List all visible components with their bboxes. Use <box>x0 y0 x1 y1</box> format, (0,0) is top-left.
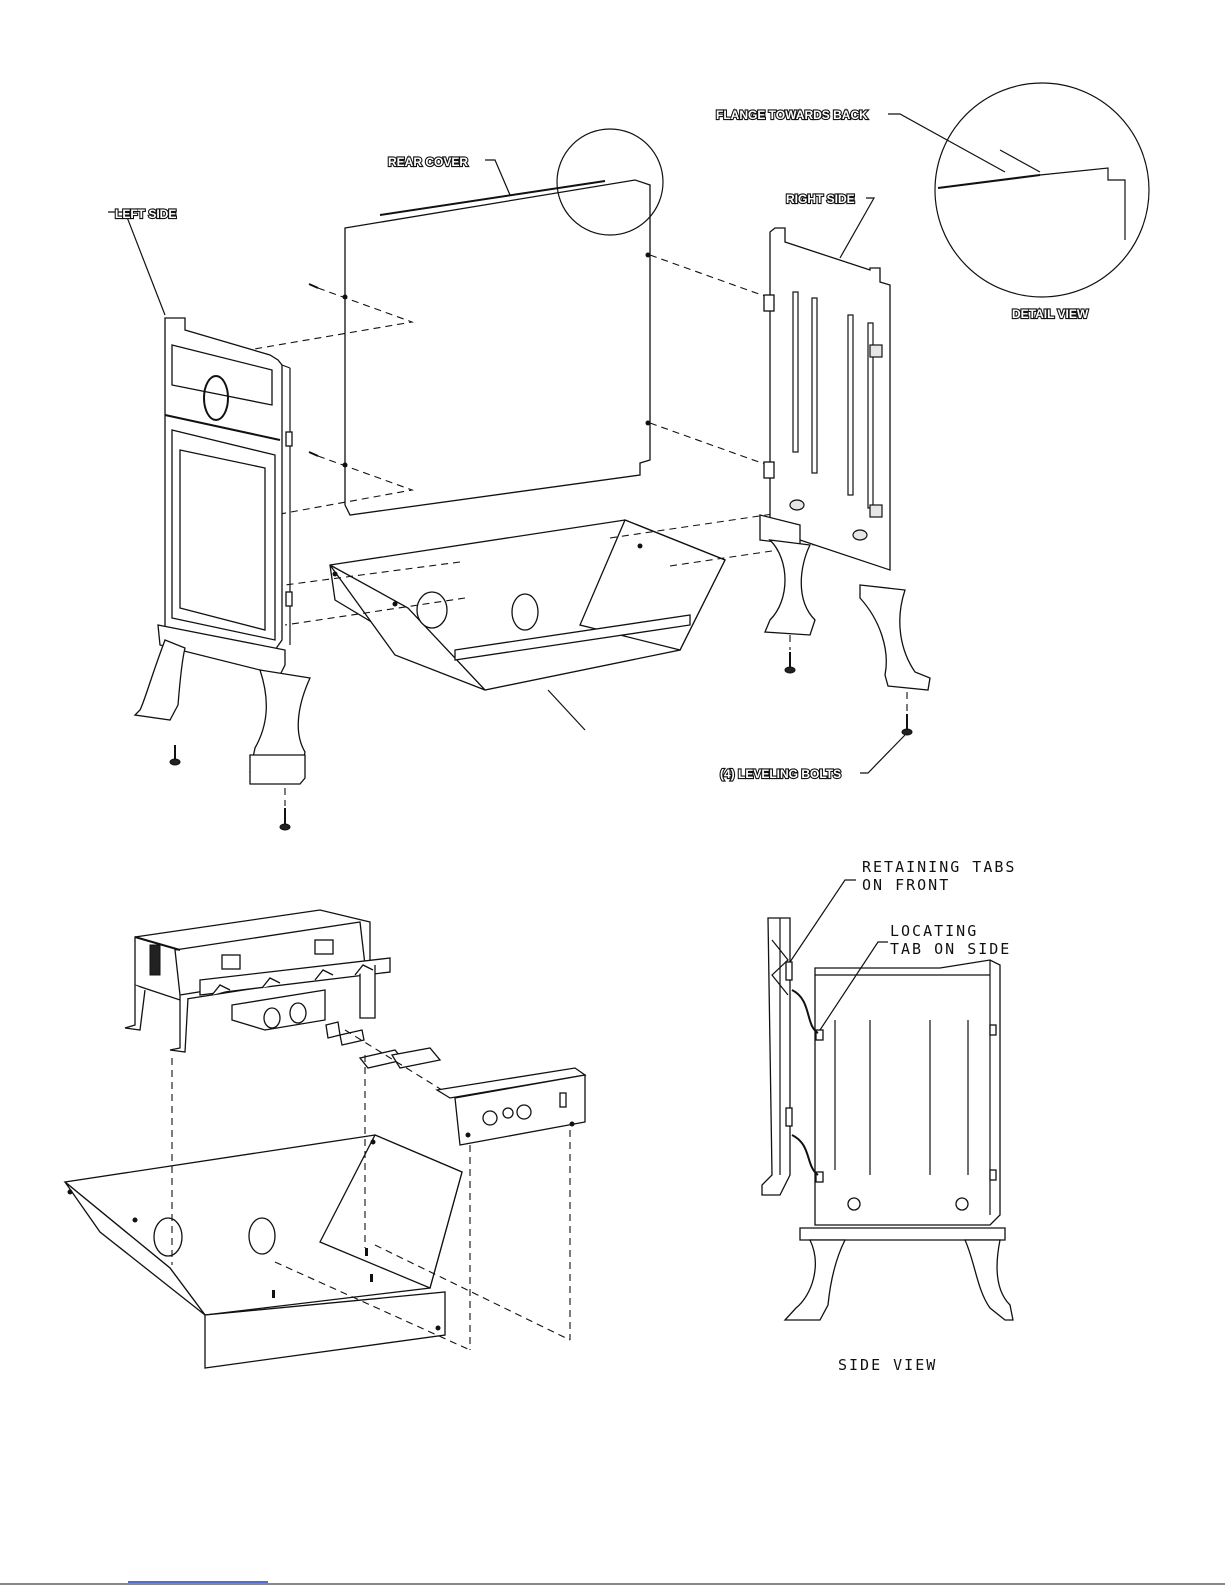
label-leveling-bolts: (4) LEVELING BOLTS <box>720 767 841 781</box>
rear-cover-panel <box>343 180 651 515</box>
right-side-panel <box>760 228 930 690</box>
base-pan-bottom <box>65 1135 462 1368</box>
side-view-drawing <box>762 918 1013 1320</box>
label-locating-tab-line2: TAB ON SIDE <box>890 940 1011 958</box>
label-detail-view: DETAIL VIEW <box>1012 307 1089 321</box>
left-side-panel <box>135 318 310 784</box>
label-rear-cover: REAR COVER <box>388 155 468 169</box>
label-flange-towards-back: FLANGE TOWARDS BACK <box>716 108 868 122</box>
detail-view <box>935 83 1149 297</box>
label-left-side: LEFT SIDE <box>115 207 176 221</box>
label-retaining-tabs-line2: ON FRONT <box>862 876 950 894</box>
label-locating-tab-line1: LOCATING <box>890 922 978 940</box>
burner-assembly <box>125 910 450 1095</box>
control-bracket <box>437 1068 585 1145</box>
label-right-side: RIGHT SIDE <box>786 192 855 206</box>
label-side-view: SIDE VIEW <box>838 1356 937 1374</box>
label-retaining-tabs-line1: RETAINING TABS <box>862 858 1016 876</box>
